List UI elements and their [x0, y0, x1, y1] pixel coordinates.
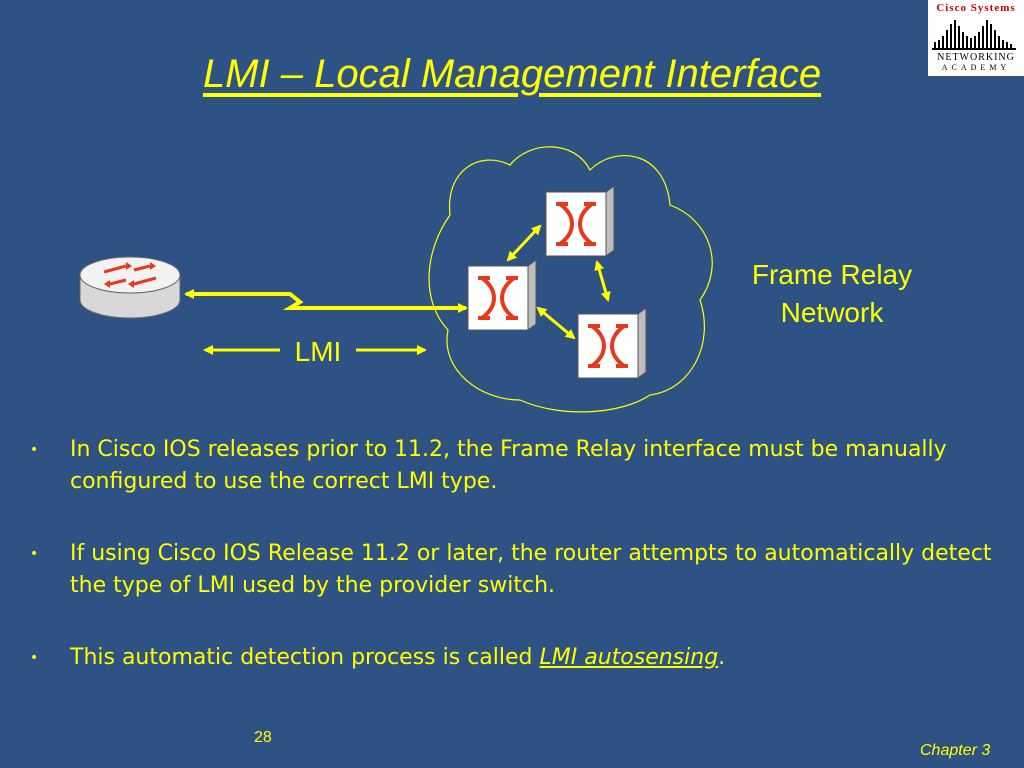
bullet-list: • In Cisco IOS releases prior to 11.2, t… — [30, 434, 1020, 714]
link-switch1-switch3 — [536, 306, 576, 340]
switch-icon — [577, 307, 647, 379]
switch-icon — [467, 259, 537, 331]
bullet-dot: • — [30, 442, 39, 458]
lmi-autosensing-term: LMI autosensing — [539, 645, 719, 670]
frame-relay-label-line1: Frame Relay — [751, 259, 913, 290]
bullet-item: • This automatic detection process is ca… — [30, 642, 1020, 674]
bullet-text: In Cisco IOS releases prior to 11.2, the… — [70, 437, 947, 494]
bullet-text-prefix: This automatic detection process is call… — [70, 645, 540, 670]
switch-icon — [545, 185, 615, 257]
slide-title: LMI – Local Management Interface — [202, 52, 822, 96]
page-number: 28 — [254, 729, 272, 746]
logo-line2: Academy — [941, 63, 1011, 72]
link-switch2-switch3 — [594, 260, 611, 302]
serial-link — [184, 289, 468, 313]
frame-relay-label-line2: Network — [780, 297, 884, 328]
logo-brand: Cisco Systems — [936, 2, 1016, 14]
lmi-label: LMI — [294, 336, 342, 367]
cisco-logo: Cisco Systems Networking Academy — [928, 0, 1024, 76]
router-icon — [79, 256, 181, 319]
frame-relay-network-label: Frame Relay Network — [720, 256, 944, 332]
frame-relay-diagram — [79, 146, 713, 413]
bullet-text: If using Cisco IOS Release 11.2 or later… — [70, 541, 992, 598]
bullet-item: • If using Cisco IOS Release 11.2 or lat… — [30, 538, 1020, 602]
bullet-dot: • — [30, 650, 39, 666]
chapter-footer: Chapter 3 — [920, 742, 991, 759]
bullet-item: • In Cisco IOS releases prior to 11.2, t… — [30, 434, 1020, 498]
bullet-text-suffix: . — [718, 645, 726, 670]
bridge-icon — [932, 20, 1016, 50]
logo-line1: Networking — [937, 52, 1015, 63]
bullet-dot: • — [30, 546, 39, 562]
link-switch1-switch2 — [506, 224, 542, 262]
